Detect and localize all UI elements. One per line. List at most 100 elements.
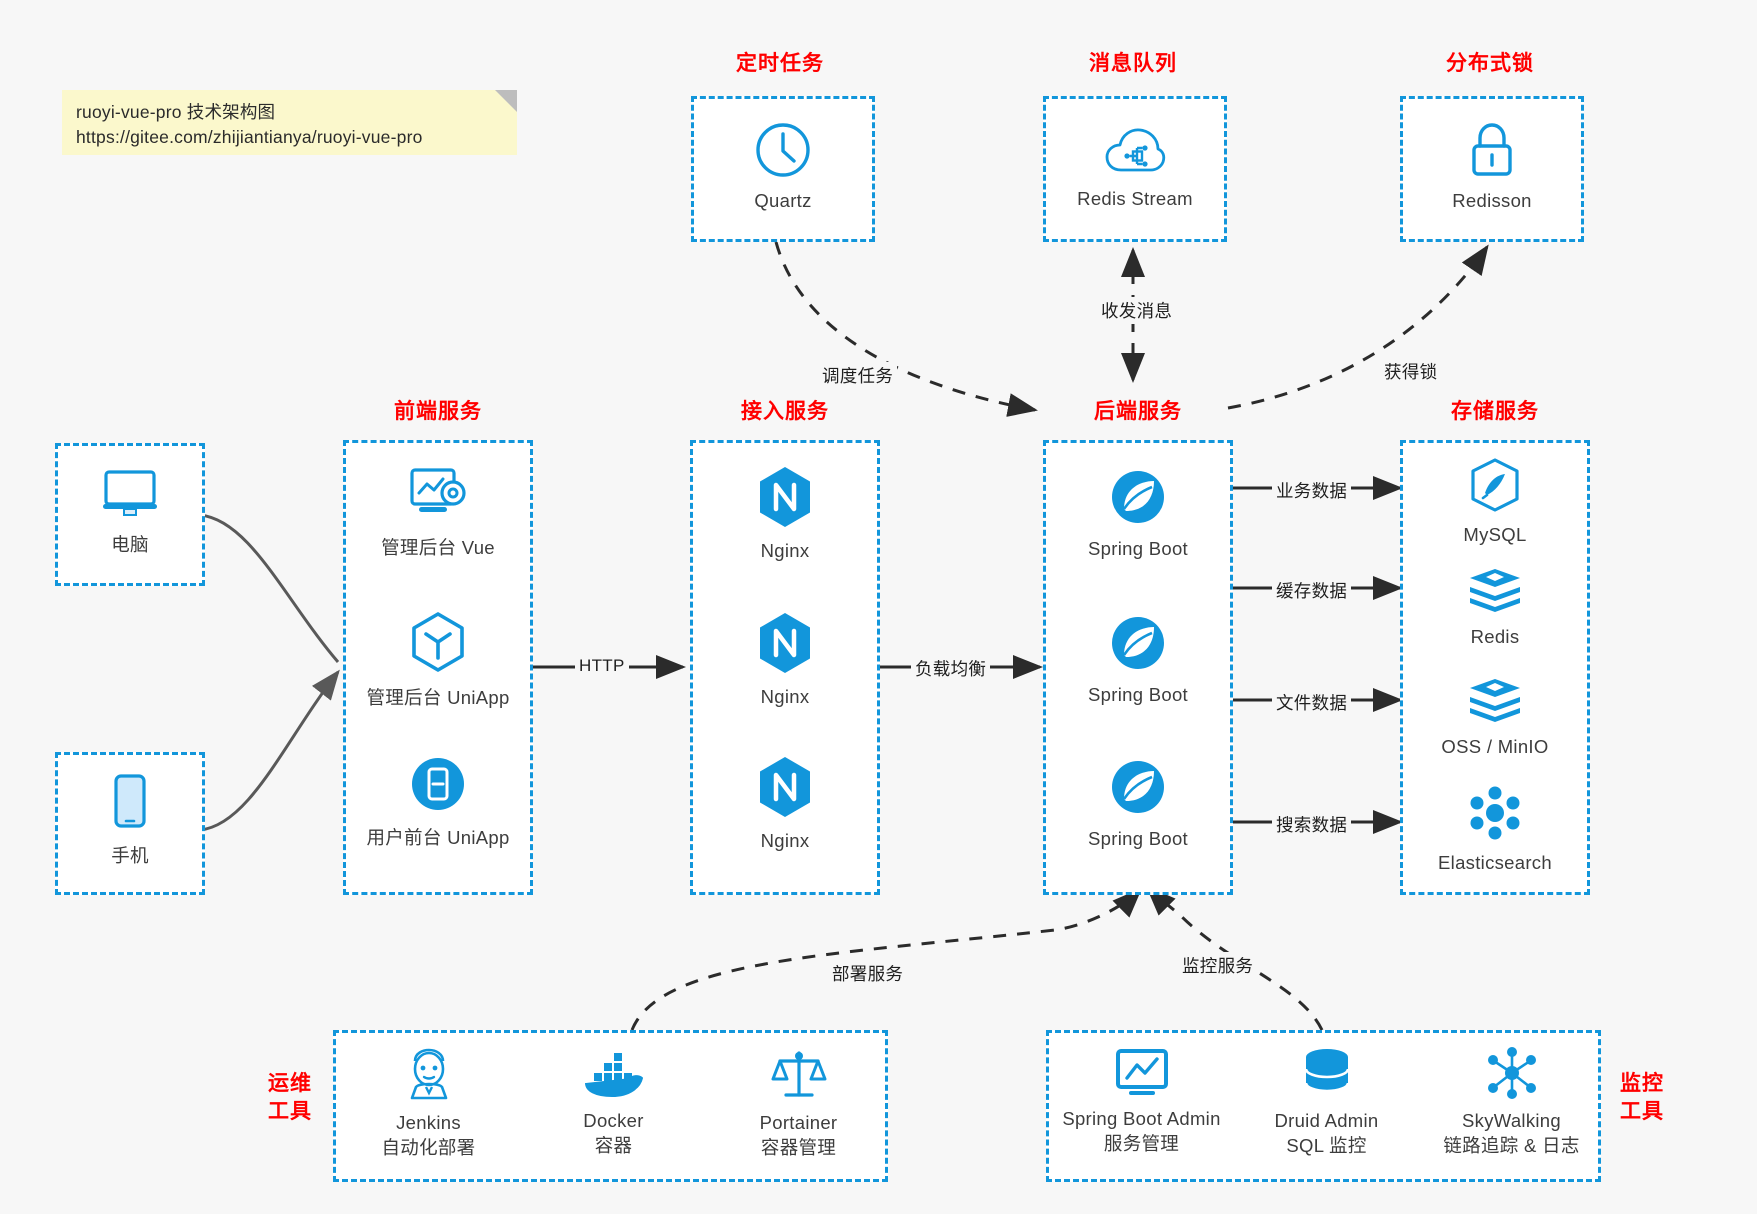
group-title-devops: 运维 工具: [255, 1070, 325, 1127]
group-title-message-queue: 消息队列: [1089, 52, 1177, 75]
node-label: Spring Boot: [1088, 828, 1188, 849]
monitor-icon: [100, 466, 160, 520]
node-admin-vue[interactable]: 管理后台 Vue: [346, 465, 530, 560]
docker-icon: [582, 1047, 646, 1099]
group-title-distributed-lock: 分布式锁: [1446, 52, 1534, 75]
group-box-gateway: Nginx Nginx Nginx: [690, 440, 880, 895]
skywalking-icon: [1484, 1047, 1540, 1099]
edge-label-send-receive-message: 收发消息: [1097, 297, 1177, 324]
spring-boot-admin-icon: [1113, 1047, 1171, 1097]
group-box-distributed-lock: Redisson: [1400, 96, 1584, 242]
group-box-scheduled-task: Quartz: [691, 96, 875, 242]
edge-label-cache-data: 缓存数据: [1272, 577, 1352, 604]
node-sublabel: 容器管理: [760, 1137, 837, 1158]
portainer-icon: [770, 1047, 828, 1101]
node-sublabel: SQL 监控: [1286, 1135, 1367, 1156]
node-spring-boot-1[interactable]: Spring Boot: [1046, 467, 1230, 560]
uniapp-hex-icon: [409, 611, 467, 673]
edge-label-monitor-service: 监控服务: [1178, 952, 1258, 979]
node-label: Portainer: [759, 1112, 838, 1133]
note-title: ruoyi-vue-pro 技术架构图: [76, 102, 276, 122]
group-box-client-phone: 手机: [55, 752, 205, 895]
node-portainer[interactable]: Portainer 容器管理: [521, 1047, 1076, 1160]
spring-boot-icon: [1108, 757, 1168, 817]
node-druid-admin[interactable]: Druid Admin SQL 监控: [1049, 1047, 1604, 1158]
group-title-scheduled-task: 定时任务: [736, 52, 824, 75]
edge-label-search-data: 搜索数据: [1272, 811, 1352, 838]
group-box-frontend: 管理后台 Vue 管理后台 UniApp 用户前台 UniApp: [343, 440, 533, 895]
node-label: Spring Boot: [1088, 684, 1188, 705]
node-sublabel: 链路追踪 & 日志: [1443, 1135, 1580, 1156]
node-spring-boot-2[interactable]: Spring Boot: [1046, 613, 1230, 706]
group-title-monitor: 监控 工具: [1607, 1070, 1677, 1127]
node-label: Nginx: [760, 830, 810, 851]
edge-label-file-data: 文件数据: [1272, 689, 1352, 716]
node-label: Nginx: [760, 686, 810, 707]
node-admin-uniapp[interactable]: 管理后台 UniApp: [346, 611, 530, 710]
druid-db-icon: [1300, 1047, 1354, 1099]
node-phone[interactable]: 手机: [58, 773, 202, 868]
sticky-note: ruoyi-vue-pro 技术架构图 https://gitee.com/zh…: [62, 90, 517, 155]
node-spring-boot-admin[interactable]: Spring Boot Admin 服务管理: [864, 1047, 1419, 1156]
group-title-backend: 后端服务: [1094, 400, 1182, 423]
node-sublabel: 自动化部署: [381, 1137, 476, 1158]
node-oss-minio[interactable]: OSS / MinIO: [1403, 675, 1587, 758]
node-user-uniapp[interactable]: 用户前台 UniApp: [346, 755, 530, 850]
mobile-round-icon: [409, 755, 467, 813]
node-nginx-1[interactable]: Nginx: [693, 465, 877, 562]
node-skywalking[interactable]: SkyWalking 链路追踪 & 日志: [1234, 1047, 1757, 1158]
node-redisson[interactable]: Redisson: [1403, 121, 1581, 212]
elasticsearch-icon: [1466, 785, 1524, 841]
redis-icon: [1466, 565, 1524, 615]
node-label: Redis Stream: [1077, 188, 1193, 209]
node-label: OSS / MinIO: [1441, 736, 1549, 757]
node-sublabel: 服务管理: [1103, 1133, 1180, 1154]
node-label: Docker: [583, 1110, 644, 1131]
phone-icon: [108, 773, 152, 831]
node-mysql[interactable]: MySQL: [1403, 457, 1587, 546]
edge-label-business-data: 业务数据: [1272, 477, 1352, 504]
node-label: Redisson: [1452, 190, 1532, 211]
group-title-frontend: 前端服务: [394, 400, 482, 423]
jenkins-icon: [402, 1047, 456, 1101]
node-spring-boot-3[interactable]: Spring Boot: [1046, 757, 1230, 850]
group-title-monitor-line2: 工具: [1620, 1100, 1664, 1124]
node-label: 管理后台 Vue: [381, 537, 495, 558]
node-computer[interactable]: 电脑: [58, 466, 202, 557]
node-quartz[interactable]: Quartz: [694, 121, 872, 212]
node-label: Spring Boot Admin: [1062, 1108, 1221, 1129]
group-box-message-queue: Redis Stream: [1043, 96, 1227, 242]
node-label: 手机: [111, 845, 149, 866]
group-box-monitor: Spring Boot Admin 服务管理 Druid Admin SQL 监…: [1046, 1030, 1601, 1182]
node-jenkins[interactable]: Jenkins 自动化部署: [151, 1047, 706, 1160]
lock-icon: [1465, 121, 1519, 179]
node-redis[interactable]: Redis: [1403, 565, 1587, 648]
group-title-devops-line2: 工具: [268, 1100, 312, 1124]
node-label: Nginx: [760, 540, 810, 561]
note-fold-corner: [495, 90, 517, 112]
node-label: Elasticsearch: [1438, 852, 1552, 873]
group-box-devops: Jenkins 自动化部署 Docker: [333, 1030, 888, 1182]
edge-label-schedule-task: 调度任务: [818, 362, 898, 389]
group-title-devops-line1: 运维: [268, 1072, 312, 1095]
node-label: MySQL: [1463, 524, 1527, 545]
node-label: Spring Boot: [1088, 538, 1188, 559]
node-nginx-2[interactable]: Nginx: [693, 611, 877, 708]
cloud-stream-icon: [1104, 125, 1166, 177]
nginx-icon: [756, 465, 814, 529]
group-box-client-computer: 电脑: [55, 443, 205, 586]
group-box-backend: Spring Boot Spring Boot Spring Boot: [1043, 440, 1233, 895]
node-label: 管理后台 UniApp: [366, 687, 510, 708]
node-redis-stream[interactable]: Redis Stream: [1046, 125, 1224, 210]
node-label: Redis: [1470, 626, 1520, 647]
group-box-storage: MySQL Redis OSS: [1400, 440, 1590, 895]
node-docker[interactable]: Docker 容器: [336, 1047, 891, 1158]
node-elasticsearch[interactable]: Elasticsearch: [1403, 785, 1587, 874]
nginx-icon: [756, 611, 814, 675]
note-url: https://gitee.com/zhijiantianya/ruoyi-vu…: [76, 127, 423, 148]
node-nginx-3[interactable]: Nginx: [693, 755, 877, 852]
oss-minio-icon: [1466, 675, 1524, 725]
node-label: Druid Admin: [1274, 1110, 1379, 1131]
mysql-icon: [1467, 457, 1523, 513]
